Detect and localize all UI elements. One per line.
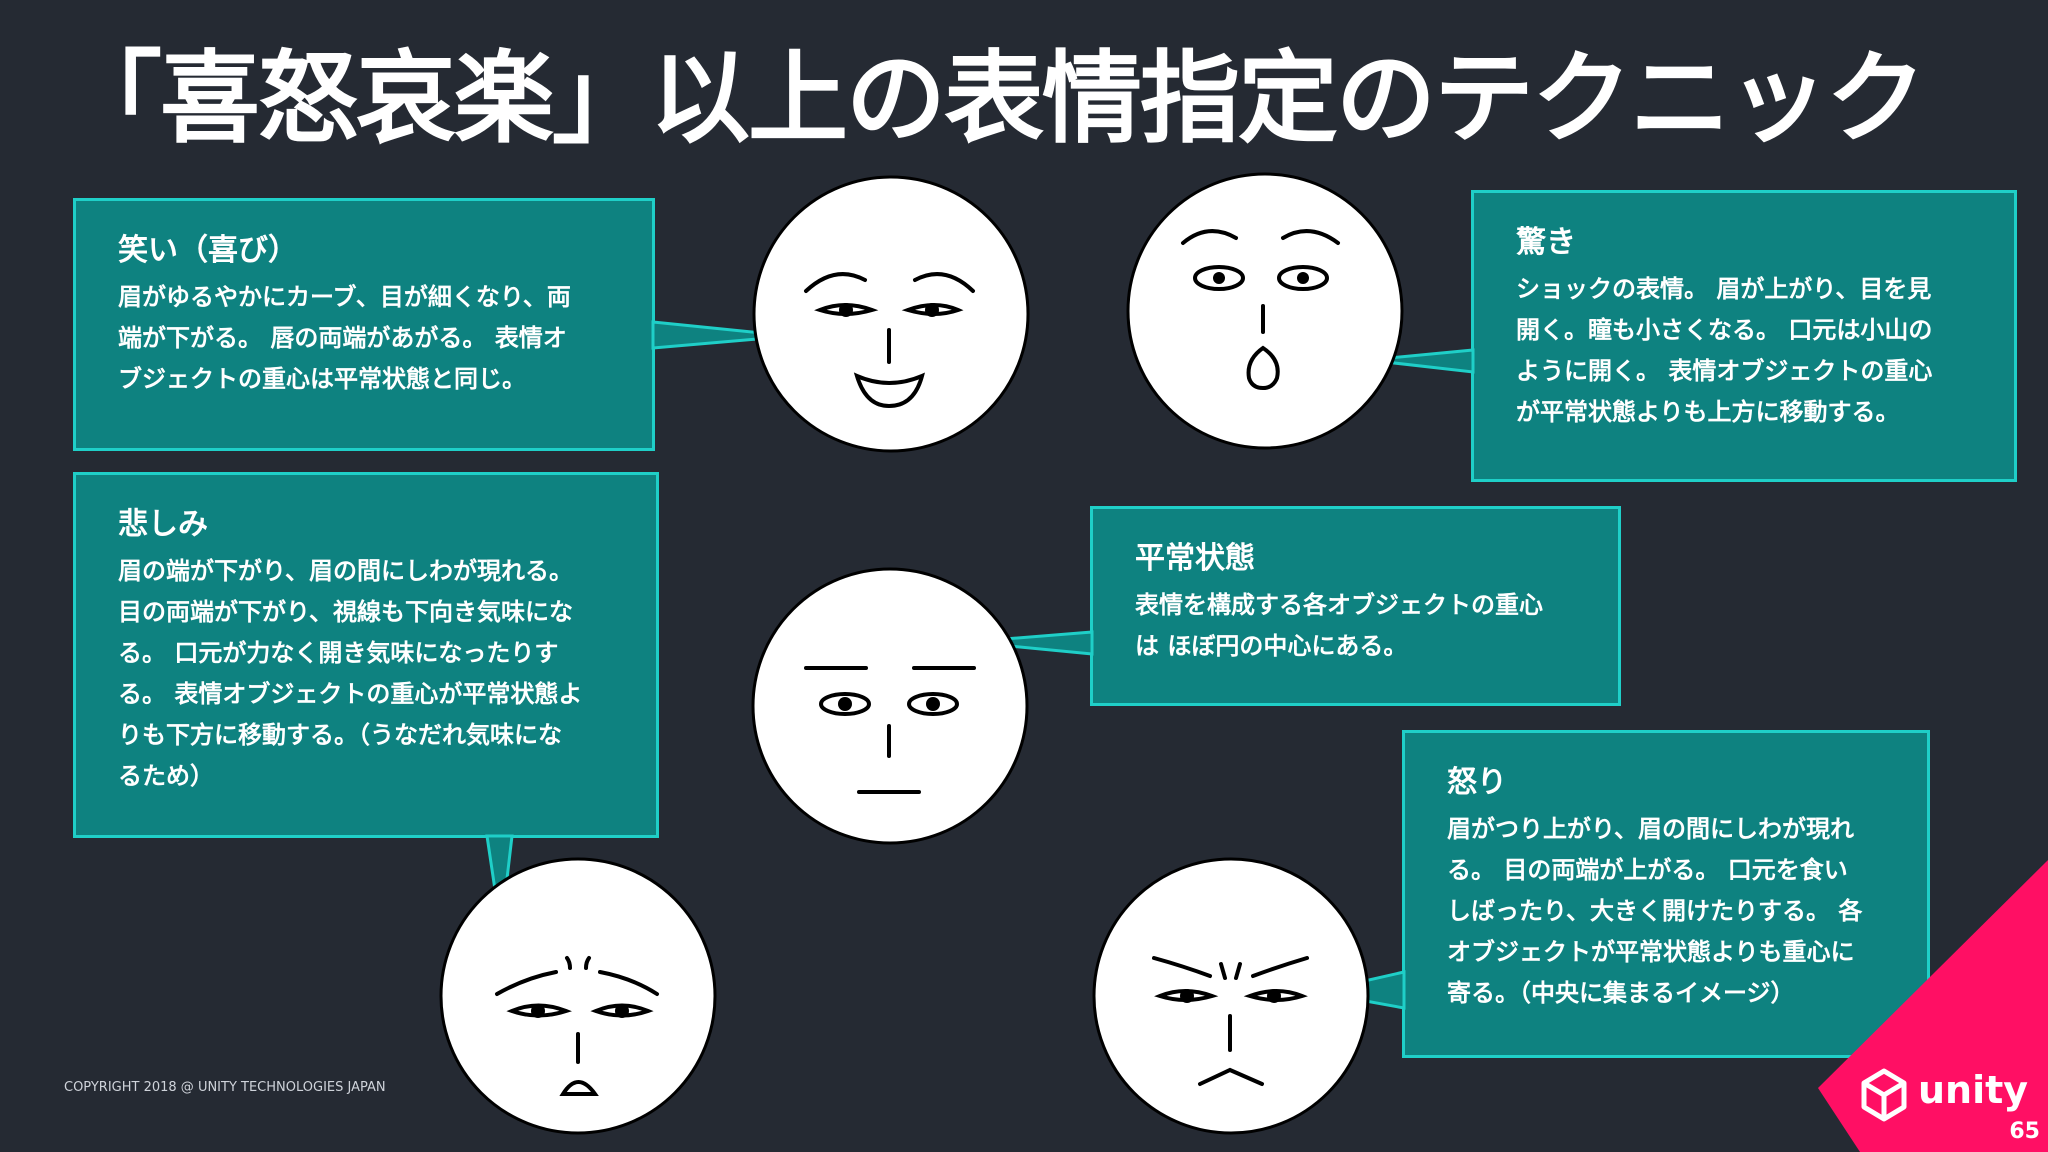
neutral-description: 表情を構成する各オブジェクトの重心 は ほぼ円の中心にある。 — [1135, 591, 1543, 660]
joy-description: 眉がゆるやかにカーブ、目が細くなり、両 端が下がる。 唇の両端があがる。 表情オ… — [118, 283, 571, 393]
joy-callout-tail — [651, 320, 793, 350]
anger-description: 眉がつり上がり、眉の間にしわが現れ る。 目の両端が上がる。 口元を食い しばっ… — [1447, 815, 1863, 1007]
page-number: 65 — [2009, 1119, 2040, 1144]
sadness-heading: 悲しみ — [118, 507, 208, 542]
neutral-callout-tail — [967, 630, 1094, 656]
unity-logo-text: unity — [1918, 1068, 2029, 1112]
surprise-face — [1126, 172, 1404, 450]
neutral-callout: 平常状態 表情を構成する各オブジェクトの重心 は ほぼ円の中心にある。 — [1090, 506, 1621, 706]
joy-heading: 笑い（喜び） — [118, 233, 298, 268]
joy-face — [752, 175, 1030, 453]
unity-cube-icon — [1861, 1068, 1907, 1122]
sadness-description: 眉の端が下がり、眉の間にしわが現れる。 目の両端が下がり、視線も下向き気味にな … — [118, 557, 583, 790]
surprise-description: ショックの表情。 眉が上がり、目を見 開く。瞳も小さくなる。 口元は小山の よう… — [1516, 275, 1933, 426]
sadness-face — [439, 857, 717, 1135]
copyright-footer: COPYRIGHT 2018 @ UNITY TECHNOLOGIES JAPA… — [64, 1080, 386, 1095]
neutral-heading: 平常状態 — [1135, 541, 1255, 576]
anger-callout: 怒り 眉がつり上がり、眉の間にしわが現れ る。 目の両端が上がる。 口元を食い … — [1402, 730, 1930, 1058]
surprise-callout: 驚き ショックの表情。 眉が上がり、目を見 開く。瞳も小さくなる。 口元は小山の… — [1471, 190, 2017, 482]
anger-face — [1092, 857, 1370, 1135]
joy-callout: 笑い（喜び） 眉がゆるやかにカーブ、目が細くなり、両 端が下がる。 唇の両端があ… — [73, 198, 655, 451]
neutral-face — [751, 567, 1029, 845]
surprise-heading: 驚き — [1516, 225, 1576, 260]
surprise-callout-tail — [1367, 348, 1475, 374]
slide-title: 「喜怒哀楽」以上の表情指定のテクニック — [62, 40, 1926, 157]
sadness-callout: 悲しみ 眉の端が下がり、眉の間にしわが現れる。 目の両端が下がり、視線も下向き気… — [73, 472, 659, 838]
anger-heading: 怒り — [1447, 765, 1507, 800]
